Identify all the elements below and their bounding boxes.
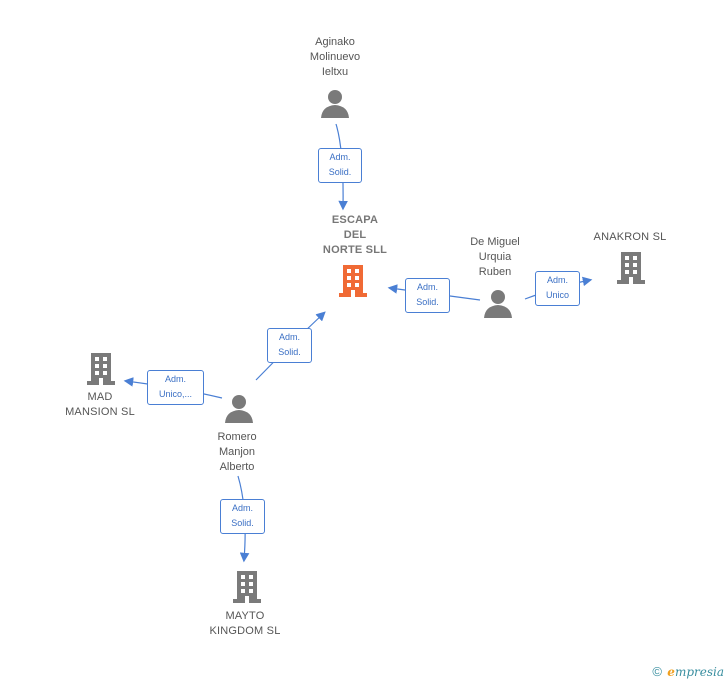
building-icon-main[interactable] (337, 263, 369, 297)
relation-demiguel-escapa[interactable]: Adm. Solid. (405, 278, 450, 313)
node-romero[interactable]: Romero Manjon Alberto (192, 430, 282, 475)
node-demiguel[interactable]: De Miguel Urquia Ruben (450, 235, 540, 280)
node-mayto[interactable]: MAYTO KINGDOM SL (195, 609, 295, 639)
copyright-symbol: © (652, 664, 662, 679)
building-icon[interactable] (85, 351, 117, 385)
footer-brand: © empresia (652, 664, 724, 679)
relation-romero-mad[interactable]: Adm. Unico,... (147, 370, 204, 405)
person-icon[interactable] (320, 89, 350, 119)
node-aginako[interactable]: Aginako Molinuevo Ieltxu (290, 35, 380, 80)
relation-aginako-escapa[interactable]: Adm. Solid. (318, 148, 362, 183)
person-icon[interactable] (224, 394, 254, 424)
relation-romero-escapa[interactable]: Adm. Solid. (267, 328, 312, 363)
brand-logo: empresia (667, 665, 724, 679)
node-romero-label: Romero Manjon Alberto (217, 431, 257, 473)
relation-romero-mayto[interactable]: Adm. Solid. (220, 499, 265, 534)
node-anakron-label: ANAKRON SL (593, 231, 667, 243)
node-mad[interactable]: MAD MANSION SL (50, 390, 150, 420)
node-mad-label: MAD MANSION SL (65, 391, 135, 418)
person-icon[interactable] (483, 289, 513, 319)
node-mayto-label: MAYTO KINGDOM SL (209, 610, 281, 637)
building-icon[interactable] (615, 250, 647, 284)
relation-demiguel-anakron[interactable]: Adm. Unico (535, 271, 580, 306)
building-icon[interactable] (231, 569, 263, 603)
node-demiguel-label: De Miguel Urquia Ruben (470, 236, 520, 278)
node-anakron[interactable]: ANAKRON SL (580, 230, 680, 245)
node-escapa[interactable]: ESCAPA DEL NORTE SLL (300, 213, 410, 258)
node-escapa-label: ESCAPA DEL NORTE SLL (322, 214, 388, 256)
node-aginako-label: Aginako Molinuevo Ieltxu (309, 36, 361, 78)
